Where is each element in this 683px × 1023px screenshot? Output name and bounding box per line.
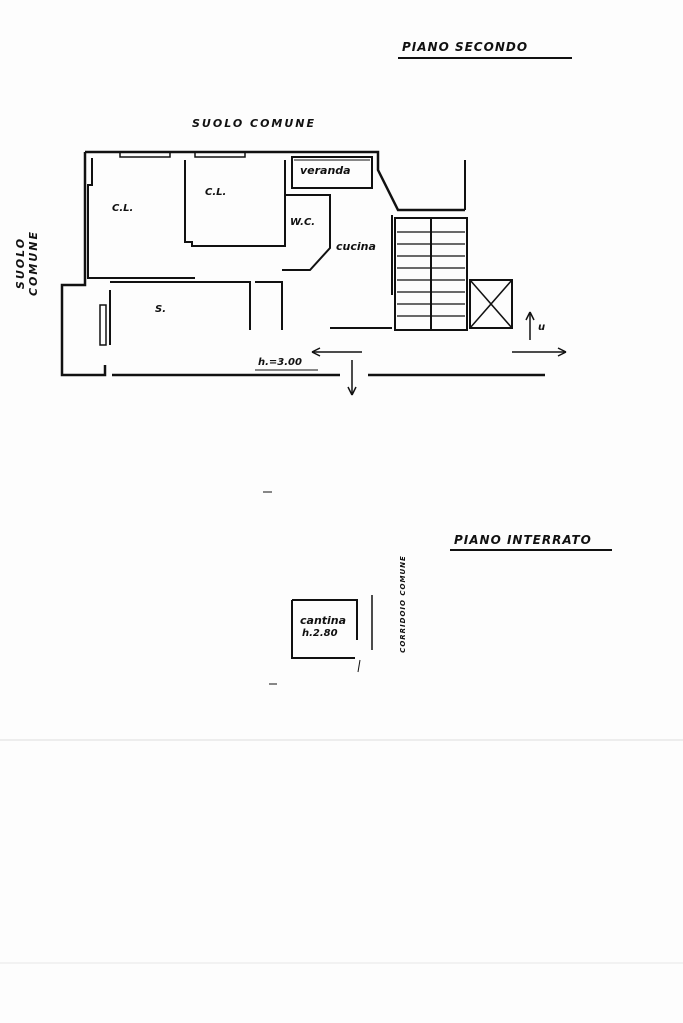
height-note-second: h.=3.00 bbox=[258, 357, 302, 368]
room-veranda: veranda bbox=[300, 164, 351, 177]
second-floor-plan bbox=[60, 150, 567, 396]
room-wc: W.C. bbox=[290, 217, 316, 228]
room-cl-2: C.L. bbox=[205, 187, 227, 198]
label-common-corridor: CORRIDOIO COMUNE bbox=[399, 555, 407, 653]
room-cl-1: C.L. bbox=[112, 203, 134, 214]
room-cantina: cantina bbox=[300, 614, 347, 627]
room-kitchen: cucina bbox=[336, 240, 376, 253]
title-basement: PIANO INTERRATO bbox=[454, 533, 592, 547]
label-common-ground-top: SUOLO COMUNE bbox=[192, 117, 317, 130]
basement-plan bbox=[263, 491, 373, 685]
stair-treads bbox=[397, 231, 465, 317]
height-note-basement: h.2.80 bbox=[302, 628, 338, 639]
room-soggiorno: S. bbox=[155, 304, 167, 315]
title-second-floor: PIANO SECONDO bbox=[402, 40, 529, 54]
stair-up-marker: u bbox=[538, 322, 546, 333]
label-common-ground-left: SUOLO COMUNE bbox=[14, 229, 40, 297]
